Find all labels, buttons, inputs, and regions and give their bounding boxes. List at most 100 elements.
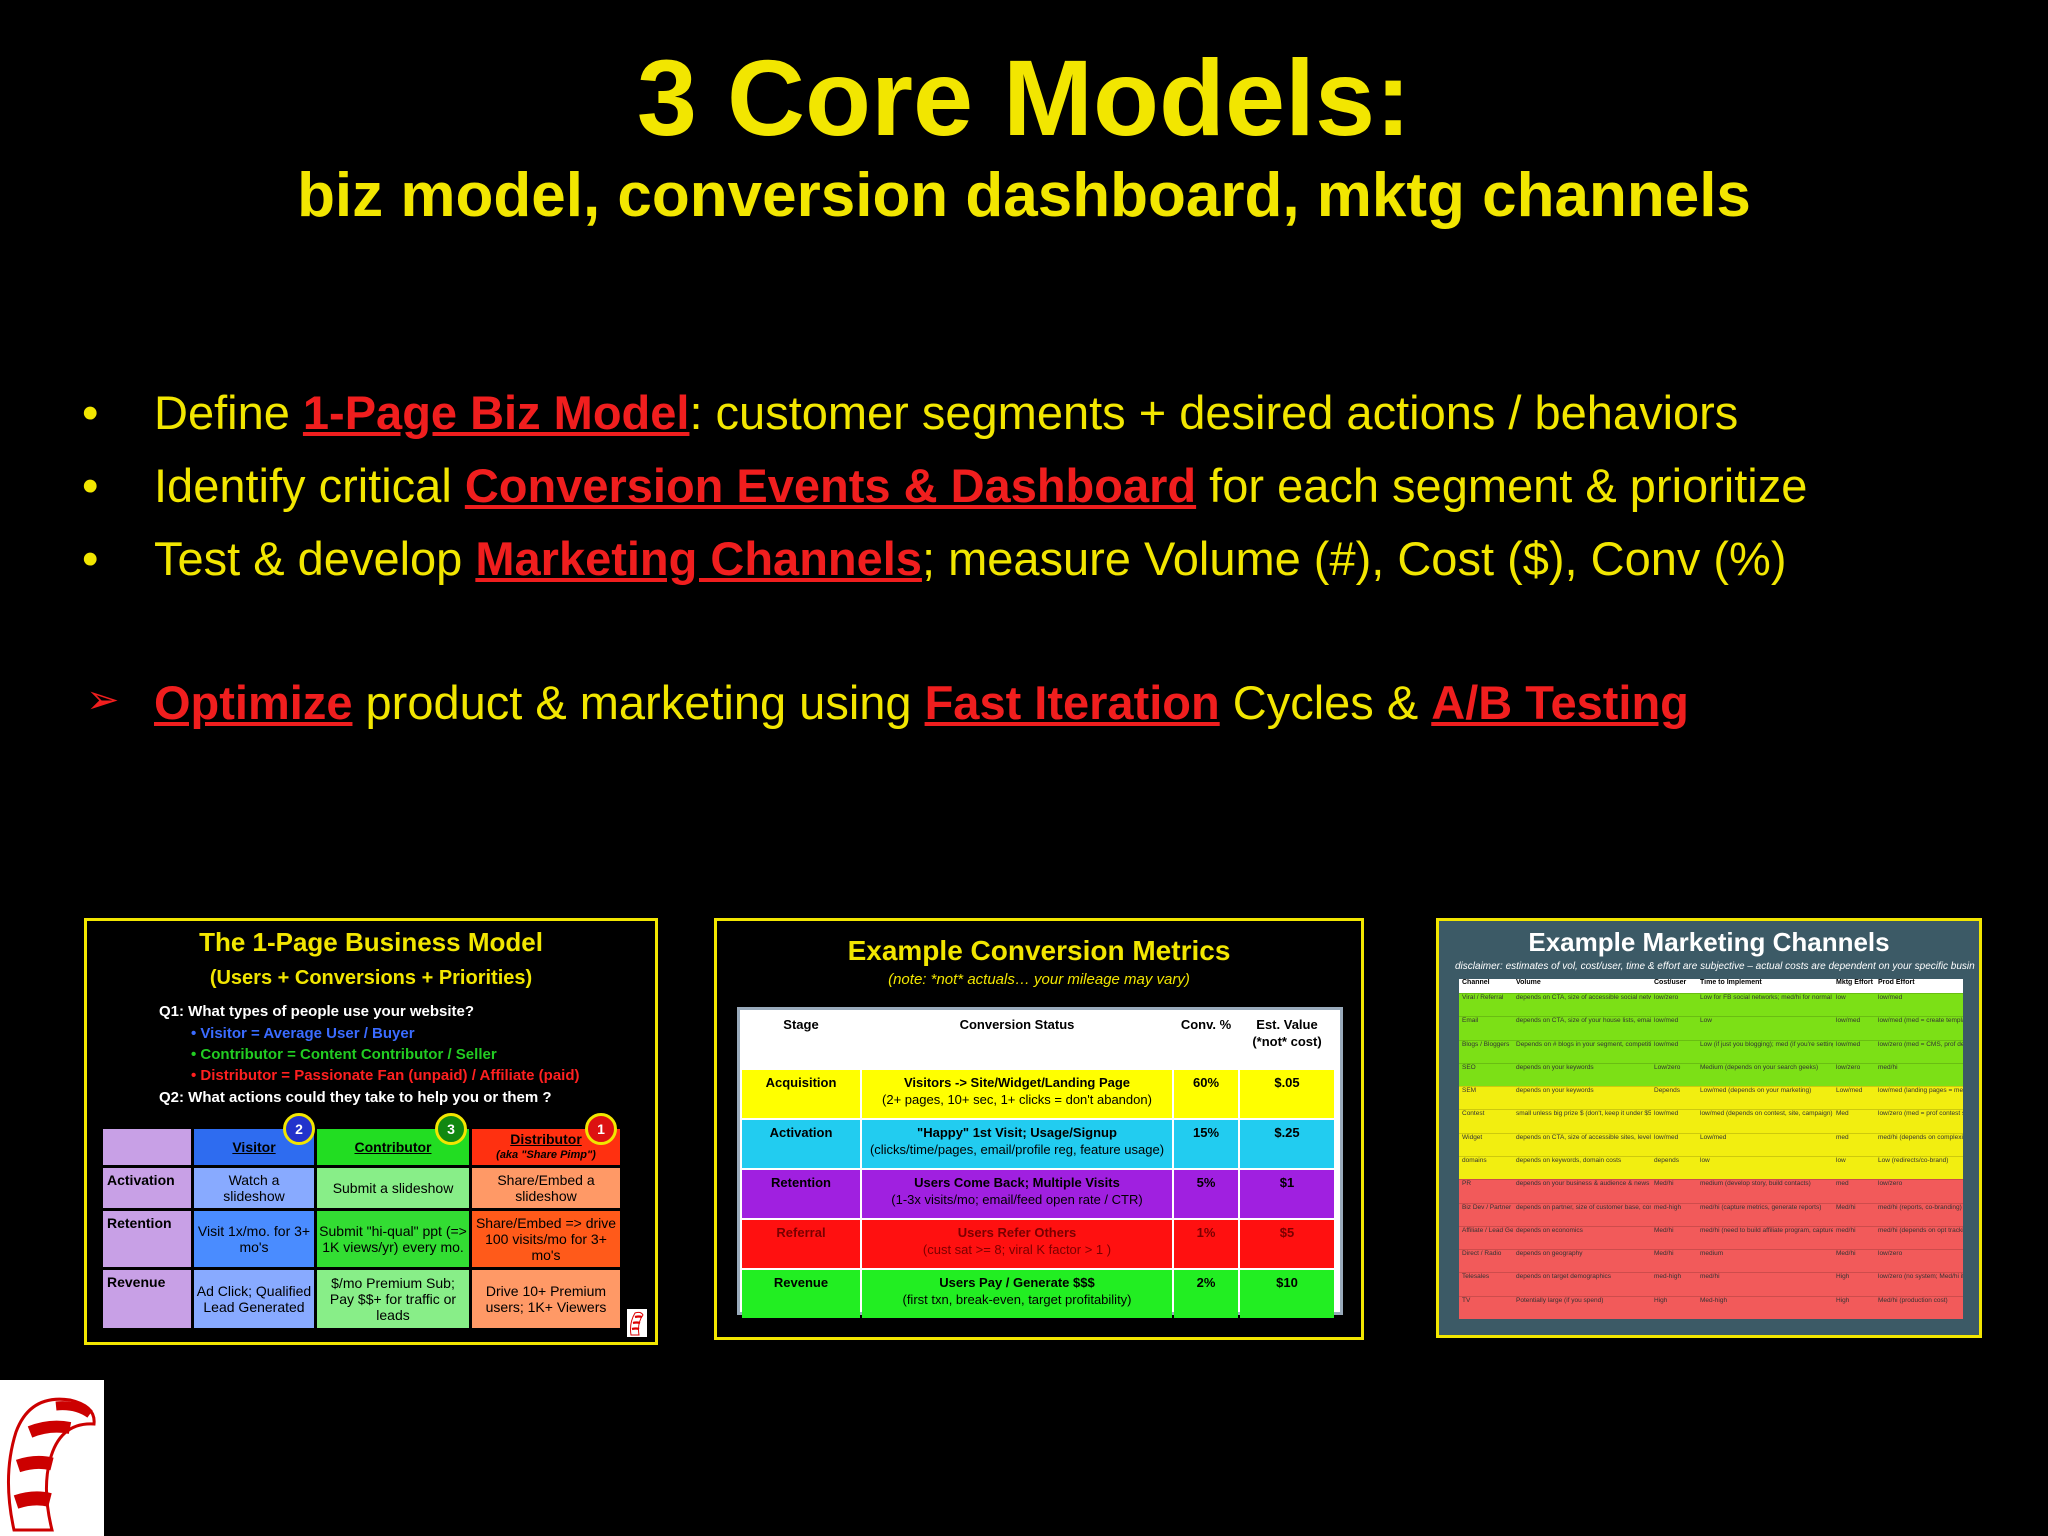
cat-hat-logo-icon	[627, 1309, 647, 1337]
cell: Visit 1x/mo. for 3+ mo's	[194, 1211, 314, 1267]
bullet-text: ; measure Volume (#), Cost ($), Conv (%)	[921, 532, 1787, 585]
channel-cell: Med-high	[1700, 1296, 1728, 1304]
conv-cell: 15%	[1174, 1120, 1238, 1168]
channel-cell: depends on keywords, domain costs	[1516, 1156, 1622, 1164]
conv-cell: 2%	[1174, 1270, 1238, 1318]
channel-cell: low/zero	[1836, 1063, 1861, 1071]
value-cell: $.05	[1240, 1070, 1334, 1118]
status-cell: Users Come Back; Multiple Visits(1-3x vi…	[862, 1170, 1172, 1218]
marketing-channels-thumbnail[interactable]: Example Marketing Channels disclaimer: e…	[1436, 918, 1982, 1338]
biz-model-thumbnail[interactable]: The 1-Page Business Model (Users + Conve…	[84, 918, 658, 1345]
channel-cell: Low/zero	[1654, 1063, 1681, 1071]
channel-cell: med/hi (need to build affiliate program,…	[1700, 1226, 1833, 1234]
channel-cell: Biz Dev / Partner	[1462, 1203, 1512, 1211]
biz-model-grid: Visitor Contributor Distributor (aka "Sh…	[103, 1129, 641, 1328]
bullet-dot: •	[82, 386, 99, 439]
channel-row: Telesales depends on target demographics m…	[1459, 1272, 1963, 1296]
optimize-line: ➢ Optimize product & marketing using Fas…	[82, 666, 2002, 739]
channel-cell: depends on your keywords	[1516, 1087, 1594, 1095]
slide-subtitle: biz model, conversion dashboard, mktg ch…	[297, 161, 1751, 230]
channel-cell: depends on economics	[1516, 1226, 1583, 1234]
cell: Watch a slideshow	[194, 1168, 314, 1208]
status-cell: Visitors -> Site/Widget/Landing Page(2+ …	[862, 1070, 1172, 1118]
channel-cell: depends on CTA, size of your house lists…	[1516, 1017, 1651, 1025]
channel-cell: low/med (med = create templates)	[1878, 1017, 1963, 1025]
segment-contributor: • Contributor = Content Contributor / Se…	[191, 1046, 497, 1063]
channel-cell: depends on target demographics	[1516, 1273, 1612, 1281]
stage-referral: Referral	[742, 1220, 860, 1268]
value-cell: $5	[1240, 1220, 1334, 1268]
conversion-dashboard-link[interactable]: Conversion Events & Dashboard	[464, 459, 1197, 512]
biz-model-link[interactable]: 1-Page Biz Model	[302, 386, 690, 439]
channel-cell: med/hi	[1878, 1063, 1898, 1071]
channel-cell: Telesales	[1462, 1273, 1490, 1281]
stage-acquisition: Acquisition	[742, 1070, 860, 1118]
stage-retention: Retention	[742, 1170, 860, 1218]
value-cell: $10	[1240, 1270, 1334, 1318]
channel-cell: SEO	[1462, 1063, 1476, 1071]
conv-cell: 60%	[1174, 1070, 1238, 1118]
cell: Share/Embed a slideshow	[472, 1168, 620, 1208]
question-1: Q1: What types of people use your websit…	[159, 1003, 475, 1020]
channel-cell: med/hi (depends on opt tracking & report…	[1878, 1226, 1963, 1234]
channel-cell: High	[1836, 1296, 1850, 1304]
slide-title: 3 Core Models:	[636, 37, 1412, 158]
thumb-subtitle: (note: *not* actuals… your mileage may v…	[888, 971, 1190, 988]
channel-cell: depends on your keywords	[1516, 1063, 1594, 1071]
value-cell: $.25	[1240, 1120, 1334, 1168]
header-value: Est. Value (*not* cost)	[1252, 1017, 1322, 1049]
channel-cell: Med/hi	[1654, 1226, 1674, 1234]
bullet-dot: •	[82, 532, 99, 585]
priority-badge: 2	[283, 1113, 315, 1145]
optimize-link[interactable]: Optimize	[154, 676, 353, 729]
bullet-text: Define	[154, 386, 303, 439]
table-header: Channel Volume Cost/user Time to Impleme…	[1459, 979, 1963, 993]
channel-cell: depends	[1654, 1156, 1679, 1164]
channel-cell: Med	[1836, 1110, 1849, 1118]
fast-iteration-link[interactable]: Fast Iteration	[924, 676, 1220, 729]
channel-row: domains depends on keywords, domain costs…	[1459, 1155, 1963, 1180]
channel-cell: Med/hi	[1654, 1180, 1674, 1188]
channel-cell: low	[1700, 1156, 1710, 1164]
marketing-channels-link[interactable]: Marketing Channels	[475, 532, 922, 585]
ab-testing-link[interactable]: A/B Testing	[1431, 676, 1689, 729]
status-cell: "Happy" 1st Visit; Usage/Signup(clicks/t…	[862, 1120, 1172, 1168]
channel-cell: domains	[1462, 1156, 1487, 1164]
status-cell: Users Refer Others(cust sat >= 8; viral …	[862, 1220, 1172, 1268]
channel-cell: Depends	[1654, 1087, 1681, 1095]
bullet-text: for each segment & prioritize	[1196, 459, 1808, 512]
channel-cell: med-high	[1654, 1273, 1682, 1281]
channel-cell: Contest	[1462, 1110, 1485, 1118]
channel-cell: low/zero	[1654, 994, 1679, 1001]
channel-cell: med/hi (depends on complexity)	[1878, 1133, 1963, 1141]
channel-cell: Low (if just you blogging); med (if you'…	[1700, 1040, 1833, 1048]
channel-cell: TV	[1462, 1296, 1471, 1304]
stage-activation: Activation	[742, 1120, 860, 1168]
channel-cell: Medium (depends on your search geeks)	[1700, 1063, 1819, 1071]
channel-cell: medium	[1700, 1250, 1724, 1258]
channel-cell: med	[1836, 1180, 1849, 1188]
channel-cell: Email	[1462, 1017, 1479, 1025]
channel-cell: High	[1654, 1296, 1668, 1304]
channel-cell: low/med	[1836, 1017, 1861, 1025]
channel-cell: med/hi (capture metrics, generate report…	[1700, 1203, 1822, 1211]
bullet-text: : customer segments + desired actions / …	[689, 386, 1739, 439]
bullet-biz-model: • Define 1-Page Biz Model: customer segm…	[82, 376, 2002, 449]
cell: Drive 10+ Premium users; 1K+ Viewers	[472, 1270, 620, 1328]
channel-cell: depends on geography	[1516, 1250, 1583, 1258]
bullet-channels: • Test & develop Marketing Channels; mea…	[82, 522, 2002, 595]
conversion-metrics-thumbnail[interactable]: Example Conversion Metrics (note: *not* …	[714, 918, 1364, 1340]
channel-row: Email depends on CTA, size of your house …	[1459, 1016, 1963, 1040]
channel-cell: low/zero (no system; Med/hi if integrate…	[1878, 1273, 1963, 1281]
segment-visitor: • Visitor = Average User / Buyer	[191, 1025, 415, 1042]
channel-cell: low/med (depends on contest, site, campa…	[1700, 1110, 1833, 1118]
channel-cell: med	[1836, 1133, 1849, 1141]
channel-cell: low/med (landing pages = med)	[1878, 1087, 1963, 1095]
channel-cell: Potentially large (if you spend)	[1516, 1296, 1604, 1304]
channel-cell: Widget	[1462, 1133, 1483, 1141]
bullet-conversion: • Identify critical Conversion Events & …	[82, 449, 2002, 522]
channel-cell: med/hi	[1836, 1226, 1856, 1234]
